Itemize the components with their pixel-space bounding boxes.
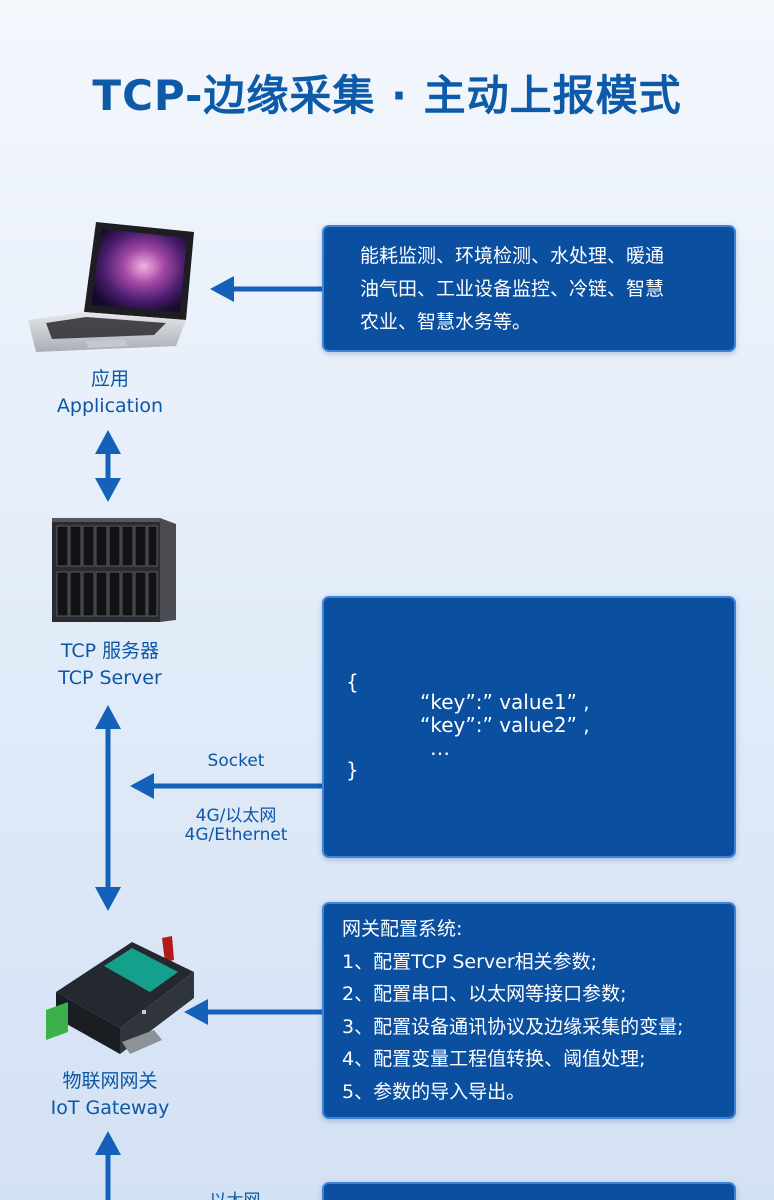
laptop-icon: [28, 222, 194, 352]
application-label-zh: 应用: [90, 368, 129, 390]
page-title: TCP-边缘采集 · 主动上报模式: [92, 71, 682, 120]
config-heading: 网关配置系统:: [342, 918, 463, 940]
gateway-config-box: 网关配置系统: 1、配置TCP Server相关参数; 2、配置串口、以太网等接…: [322, 902, 736, 1119]
server-label: TCP 服务器 TCP Server: [20, 638, 200, 692]
application-use-cases-box: 能耗监测、环境检测、水处理、暖通 油气田、工业设备监控、冷链、智慧 农业、智慧水…: [322, 225, 736, 352]
config-item: 2、配置串口、以太网等接口参数;: [342, 983, 627, 1005]
config-item: 4、配置变量工程值转换、阈值处理;: [342, 1048, 646, 1070]
server-label-zh: TCP 服务器: [60, 640, 160, 662]
ethernet-caption: 以太网: [180, 1186, 290, 1200]
json-line: “key”:” value2” ,: [420, 713, 590, 737]
config-item: 3、配置设备通讯协议及边缘采集的变量;: [342, 1015, 684, 1038]
config-item: 5、参数的导入导出。: [342, 1080, 526, 1103]
arrow-to-gateway: [184, 999, 322, 1025]
gateway-label-en: IoT Gateway: [50, 1097, 170, 1119]
next-section-box: [322, 1182, 736, 1200]
json-open-brace: {: [346, 670, 359, 694]
gateway-label-zh: 物联网网关: [62, 1070, 158, 1092]
json-line: “key”:” value1” ,: [420, 690, 590, 714]
json-payload-box: { “key”:” value1” , “key”:” value2” , … …: [322, 596, 736, 858]
gateway-label: 物联网网关 IoT Gateway: [20, 1068, 200, 1122]
arrow-server-gateway: [95, 705, 121, 911]
server-icon: [52, 518, 176, 622]
application-label: 应用 Application: [20, 366, 200, 420]
use-cases-line: 油气田、工业设备监控、冷链、智慧: [360, 278, 665, 300]
server-label-en: TCP Server: [58, 667, 162, 689]
arrow-application-server: [95, 430, 121, 502]
config-item: 1、配置TCP Server相关参数;: [342, 950, 598, 973]
application-label-en: Application: [56, 395, 164, 417]
arrow-to-application: [210, 276, 322, 302]
json-ellipsis: …: [430, 736, 450, 760]
json-close-brace: }: [346, 758, 359, 782]
socket-caption: Socket: [207, 751, 265, 771]
network-caption-zh: 4G/以太网: [195, 806, 277, 826]
use-cases-line: 能耗监测、环境检测、水处理、暖通: [360, 245, 665, 267]
arrow-bottom-up: [95, 1131, 121, 1200]
gateway-device-icon: [46, 936, 194, 1054]
arrow-socket: [130, 773, 322, 799]
use-cases-line: 农业、智慧水务等。: [360, 311, 532, 333]
network-caption-en: 4G/Ethernet: [184, 825, 288, 845]
